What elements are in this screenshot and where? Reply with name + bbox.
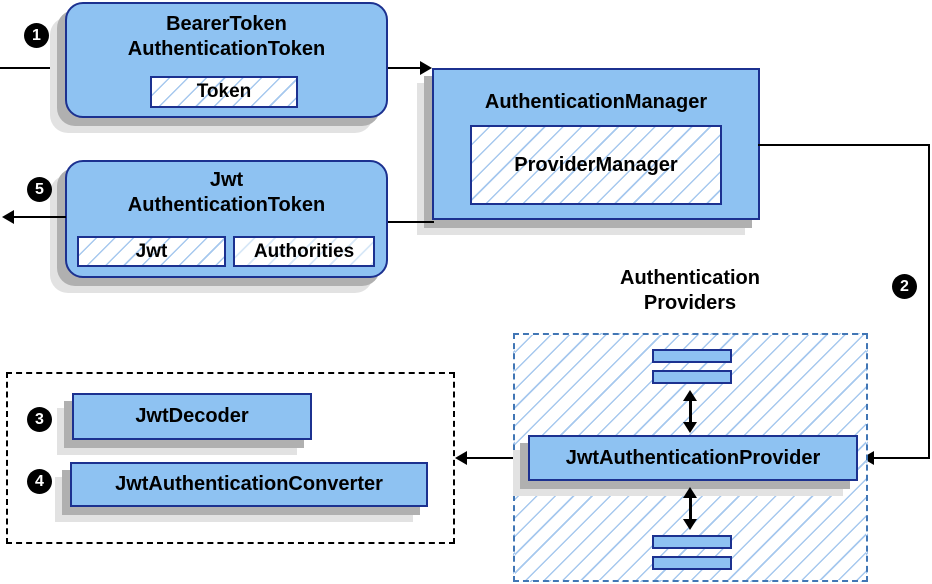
provider-manager-field: ProviderManager — [470, 125, 722, 205]
double-arrow-vertical-icon — [683, 487, 697, 530]
connector-provider-to-decoder-group — [467, 457, 513, 459]
arrowhead-left-icon — [2, 210, 14, 224]
bearer-token-title-line1: BearerToken — [166, 13, 287, 35]
connector-step2-horizontal-bottom — [874, 457, 930, 459]
bearer-token-authentication-token-node: BearerToken AuthenticationToken Token — [65, 2, 388, 118]
jwt-authentication-converter-node: JwtAuthenticationConverter — [70, 462, 428, 507]
authentication-providers-label: Authentication Providers — [590, 266, 790, 316]
provider-slot — [652, 349, 732, 363]
step5-badge: 5 — [27, 177, 52, 202]
jwt-decoder-node: JwtDecoder — [72, 393, 312, 440]
connector-step2-horizontal-top — [758, 144, 930, 146]
step2-badge: 2 — [892, 274, 917, 299]
connector-step1-to-manager — [388, 67, 422, 69]
token-field: Token — [150, 76, 298, 108]
authentication-manager-node: AuthenticationManager ProviderManager — [432, 68, 760, 220]
authentication-providers-group: JwtAuthenticationProvider — [513, 333, 868, 582]
jwt-authentication-token-node: Jwt AuthenticationToken Jwt Authorities — [65, 160, 388, 278]
connector-step1-in — [0, 67, 65, 69]
jwt-token-title-line2: AuthenticationToken — [127, 194, 326, 216]
provider-slot — [652, 370, 732, 384]
bearer-token-title-line2: AuthenticationToken — [127, 38, 326, 60]
connector-manager-to-jwt-token — [388, 221, 434, 223]
double-arrow-vertical-icon — [683, 390, 697, 433]
provider-slot — [652, 556, 732, 570]
connector-step2-vertical — [928, 144, 930, 459]
step1-badge: 1 — [24, 23, 49, 48]
providers-label-line1: Authentication — [620, 267, 760, 289]
providers-label-line2: Providers — [643, 292, 737, 314]
step4-badge: 4 — [27, 469, 52, 494]
provider-slot — [652, 535, 732, 549]
authorities-field: Authorities — [233, 236, 375, 267]
jwt-authentication-provider-node: JwtAuthenticationProvider — [528, 435, 858, 481]
step3-badge: 3 — [27, 407, 52, 432]
arrowhead-left-icon — [455, 451, 467, 465]
connector-step5-out — [14, 216, 66, 218]
jwt-field: Jwt — [77, 236, 226, 267]
jwt-token-title-line1: Jwt — [209, 169, 244, 191]
decoder-converter-group: 3 JwtDecoder 4 JwtAuthenticationConverte… — [6, 372, 455, 544]
authentication-manager-title: AuthenticationManager — [484, 91, 708, 113]
arrowhead-right-icon — [420, 61, 432, 75]
